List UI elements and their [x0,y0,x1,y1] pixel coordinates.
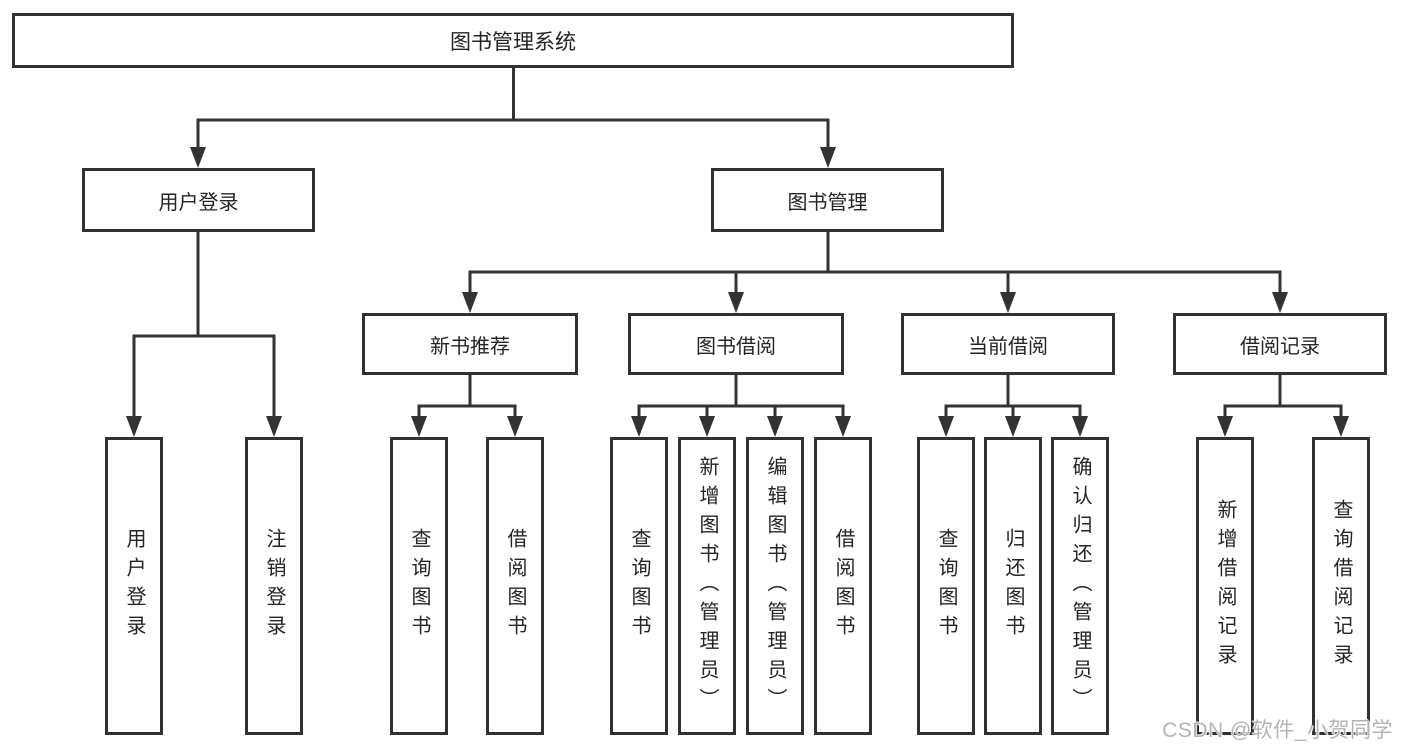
node-leaf-logout-label: 注销登录 [263,528,285,644]
node-book-borrowing: 图书借阅 [628,313,844,375]
node-leaf-logout: 注销登录 [245,437,303,735]
node-library-system: 图书管理系统 [12,13,1014,68]
connector-root-to-level1 [190,66,836,168]
node-current-borrowing: 当前借阅 [901,313,1115,375]
node-leaf-add-borrow-record-label: 新增借阅记录 [1214,499,1236,673]
connector-current-borrowing-branch [938,373,1088,437]
node-book-management-label: 图书管理 [787,191,868,214]
node-new-book-recommendation: 新书推荐 [362,313,578,375]
node-leaf-add-books-admin-label: 新增图书（管理员） [696,455,718,717]
connector-records-branch [1217,373,1349,437]
node-leaf-user-login-label: 用户登录 [123,528,145,644]
node-leaf-borrow-books-recommend: 借阅图书 [486,437,544,735]
node-leaf-borrow-books-label: 借阅图书 [832,528,854,644]
node-leaf-confirm-return-admin: 确认归还（管理员） [1051,437,1109,735]
connector-recommendation-branch [411,373,523,437]
node-leaf-borrow-books-recommend-label: 借阅图书 [504,528,526,644]
connector-borrowing-branch [631,373,851,437]
node-leaf-confirm-return-admin-label: 确认归还（管理员） [1069,455,1091,717]
node-leaf-query-books-current-label: 查询图书 [935,528,957,644]
node-leaf-edit-books-admin: 编辑图书（管理员） [746,437,804,735]
node-leaf-user-login: 用户登录 [105,437,163,735]
csdn-watermark: CSDN @软件_小贺同学 [1162,719,1393,742]
node-book-borrowing-label: 图书借阅 [696,335,776,358]
node-current-borrowing-label: 当前借阅 [968,335,1048,358]
node-leaf-query-borrow-record: 查询借阅记录 [1312,437,1370,735]
node-leaf-return-books-label: 归还图书 [1002,528,1024,644]
node-book-management: 图书管理 [711,168,944,232]
node-leaf-add-borrow-record: 新增借阅记录 [1196,437,1254,735]
node-leaf-query-books-borrow-label: 查询图书 [628,528,650,644]
node-user-login-label: 用户登录 [158,191,239,214]
node-library-system-label: 图书管理系统 [450,30,576,54]
node-leaf-query-books-recommend: 查询图书 [390,437,448,735]
node-leaf-add-books-admin: 新增图书（管理员） [678,437,736,735]
node-leaf-query-books-current: 查询图书 [917,437,975,735]
connector-book-management-branch [462,230,1288,313]
node-leaf-query-borrow-record-label: 查询借阅记录 [1330,499,1352,673]
node-leaf-query-books-borrow: 查询图书 [610,437,668,735]
connector-user-login-branch [126,230,282,437]
node-user-login: 用户登录 [82,168,315,232]
node-leaf-query-books-recommend-label: 查询图书 [408,528,430,644]
node-new-book-recommendation-label: 新书推荐 [430,335,510,358]
node-leaf-edit-books-admin-label: 编辑图书（管理员） [764,455,786,717]
node-leaf-return-books: 归还图书 [984,437,1042,735]
node-leaf-borrow-books: 借阅图书 [814,437,872,735]
node-borrowing-records: 借阅记录 [1173,313,1387,375]
node-borrowing-records-label: 借阅记录 [1240,335,1320,358]
